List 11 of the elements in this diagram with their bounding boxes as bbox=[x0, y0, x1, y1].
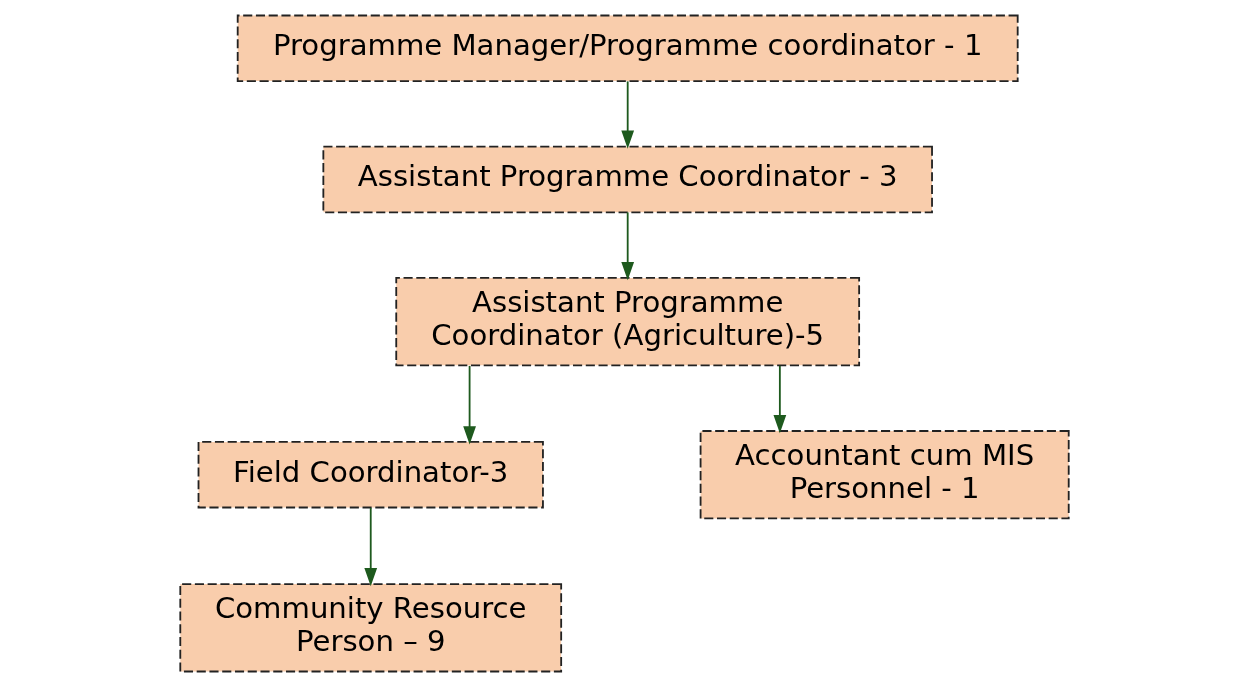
node-box: Field Coordinator-3 bbox=[197, 441, 544, 509]
arrow bbox=[364, 507, 378, 587]
arrow bbox=[621, 80, 635, 149]
arrow bbox=[463, 365, 476, 445]
node-box: Assistant Programme Coordinator - 3 bbox=[322, 145, 933, 214]
node-box: Accountant cum MIS Personnel - 1 bbox=[699, 430, 1070, 520]
arrow bbox=[621, 211, 635, 281]
arrow bbox=[773, 365, 787, 434]
node-box: Programme Manager/Programme coordinator - 1 bbox=[236, 14, 1019, 82]
node-box: Assistant Programme Coordinator (Agriculture)-5 bbox=[395, 276, 861, 367]
node-box: Community Resource Person – 9 bbox=[179, 583, 563, 673]
